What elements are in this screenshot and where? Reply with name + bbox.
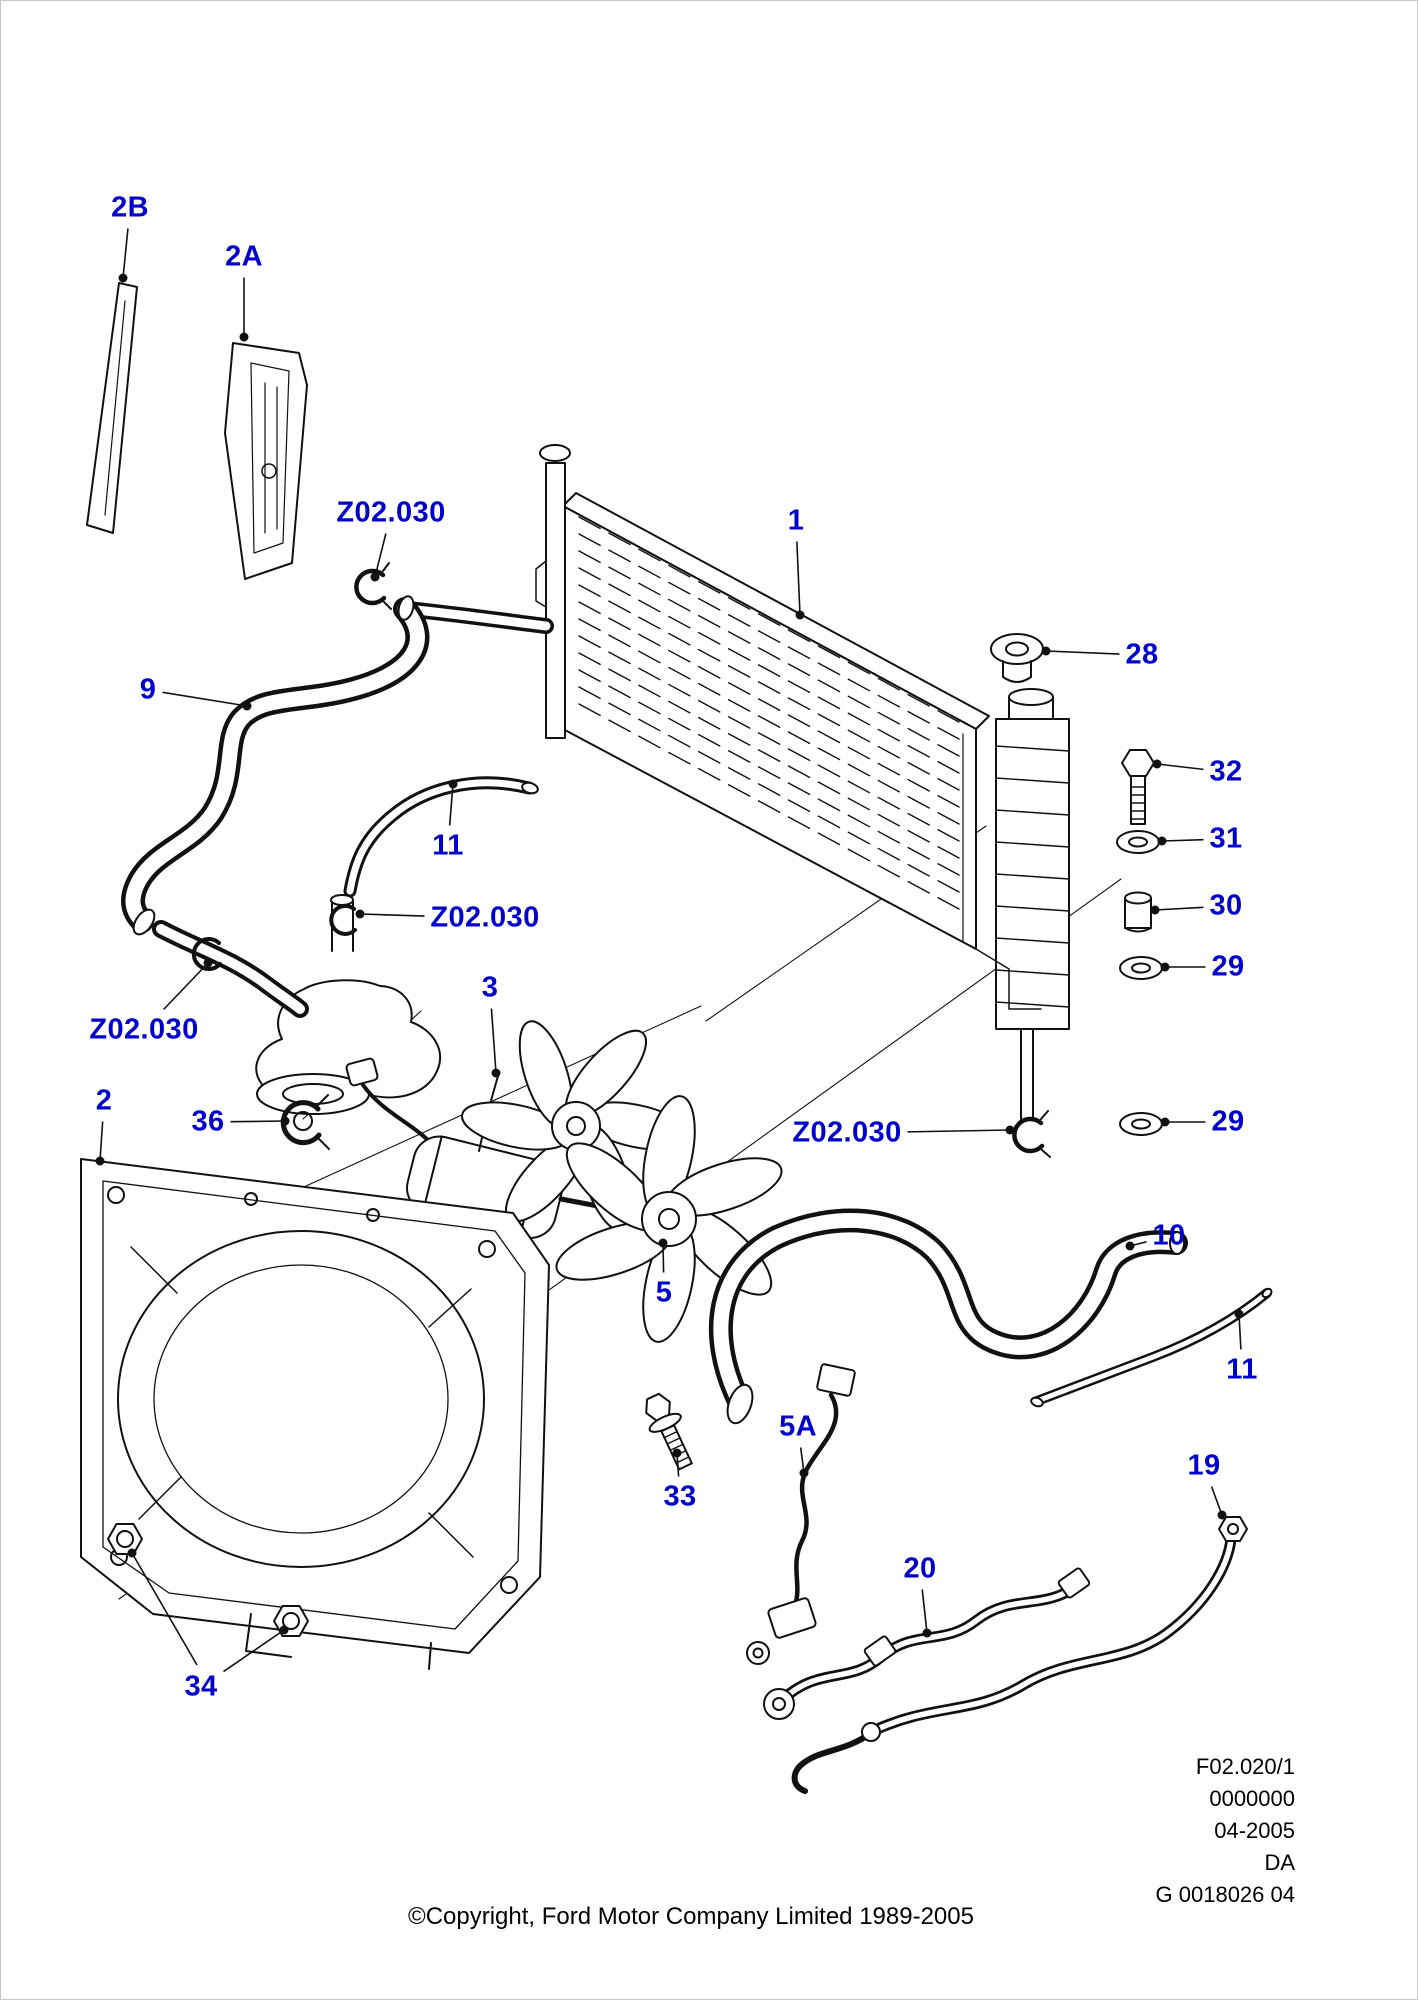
- part-label-11-6[interactable]: 11: [432, 829, 464, 862]
- part-label-2-14[interactable]: 2: [95, 1084, 113, 1117]
- part-label-z02-030-9[interactable]: Z02.030: [430, 901, 540, 934]
- part-label-32-7[interactable]: 32: [1209, 755, 1243, 788]
- part-label-3-11[interactable]: 3: [481, 971, 499, 1004]
- part-label-z02-030-16[interactable]: Z02.030: [792, 1116, 902, 1149]
- doc-info-line: 04-2005: [1214, 1818, 1295, 1843]
- part-label-z02-030-2[interactable]: Z02.030: [336, 496, 446, 529]
- part-label-2b-0[interactable]: 2B: [111, 191, 149, 224]
- part-label-29-17[interactable]: 29: [1211, 1105, 1245, 1138]
- part-label-10-18[interactable]: 10: [1152, 1219, 1186, 1252]
- part-label-34-25[interactable]: 34: [184, 1670, 218, 1703]
- part-label-5a-21[interactable]: 5A: [779, 1410, 817, 1443]
- part-label-z02-030-13[interactable]: Z02.030: [89, 1013, 199, 1046]
- part-label-30-10[interactable]: 30: [1209, 889, 1243, 922]
- part-label-9-4[interactable]: 9: [139, 673, 157, 706]
- doc-info-line: F02.020/1: [1195, 1754, 1295, 1779]
- part-label-19-22[interactable]: 19: [1187, 1449, 1221, 1482]
- part-label-29-12[interactable]: 29: [1211, 950, 1245, 983]
- part-label-2a-1[interactable]: 2A: [225, 240, 263, 273]
- part-label-5-19[interactable]: 5: [655, 1276, 673, 1309]
- part-label-28-5[interactable]: 28: [1125, 638, 1159, 671]
- part-label-11-20[interactable]: 11: [1226, 1353, 1258, 1386]
- part-label-36-15[interactable]: 36: [191, 1105, 225, 1138]
- copyright-text: ©Copyright, Ford Motor Company Limited 1…: [408, 1903, 974, 1930]
- part-label-1-3[interactable]: 1: [787, 504, 805, 537]
- part-label-20-24[interactable]: 20: [903, 1552, 937, 1585]
- doc-info-line: DA: [1264, 1850, 1295, 1875]
- doc-info-line: 0000000: [1209, 1786, 1295, 1811]
- doc-info-line: G 0018026 04: [1155, 1882, 1295, 1907]
- part-label-33-23[interactable]: 33: [663, 1480, 697, 1513]
- part-label-31-8[interactable]: 31: [1209, 822, 1243, 855]
